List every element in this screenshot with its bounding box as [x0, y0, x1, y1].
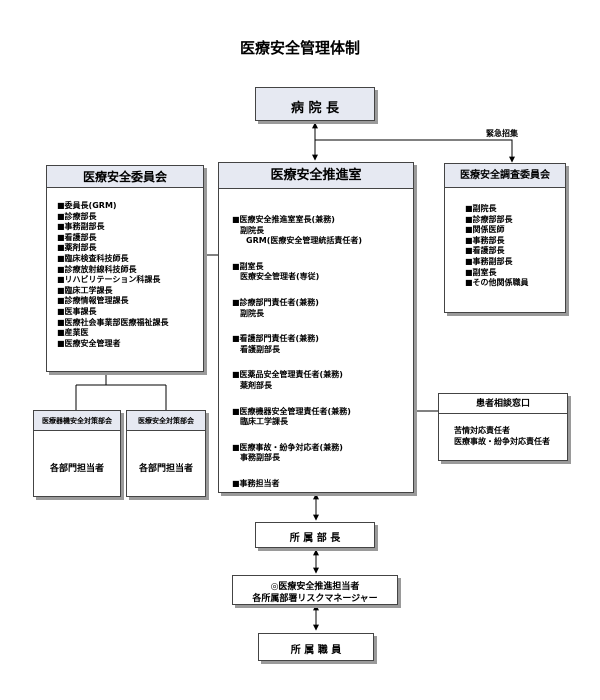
promotion-person: 副院長 [240, 225, 264, 235]
department-head-box: 所 属 部 長 [255, 522, 375, 548]
patient-desk-line-2: 医療事故・紛争対応責任者 [454, 437, 550, 446]
device-safety-committee-box: 医療器機安全対策部会 各部門担当者 [33, 410, 121, 497]
emergency-call-label: 緊急招集 [486, 129, 518, 138]
promotion-role: ■診療部門責任者(兼務) [232, 297, 319, 307]
investigation-member: ■事務部長 [465, 235, 505, 245]
committee-member: ■医療安全管理者 [57, 338, 121, 348]
promotion-group: ■医療機器安全管理責任者(兼務)臨床工学課長 [232, 407, 362, 428]
promotion-person: 臨床工学課長 [240, 417, 288, 427]
promotion-role: ■看護部門責任者(兼務) [232, 334, 319, 344]
page-title: 医療安全管理体制 [239, 39, 360, 57]
promotion-person: 事務副部長 [240, 453, 280, 463]
promotion-group: ■診療部門責任者(兼務)副院長 [232, 298, 362, 319]
risk-manager-box: ◎医療安全推進担当者 各所属部署リスクマネージャー [232, 575, 398, 605]
director-label: 病 院 長 [290, 101, 340, 116]
promotion-person: 看護副部長 [240, 344, 280, 354]
promotion-role: ■医療安全推進室室長(兼務) [232, 215, 335, 224]
promotion-role: ■医療機器安全管理責任者(兼務) [232, 406, 351, 416]
committee-member: ■臨床検査科技師長 [57, 253, 129, 263]
safety-measures-committee-body: 各部門担当者 [138, 464, 193, 474]
safety-committee-title: 医療安全委員会 [47, 166, 203, 188]
safety-committee-box: 医療安全委員会 ■委員長(GRM)■診療部長■事務副部長■看護部長■薬剤部長■臨… [46, 165, 204, 372]
investigation-committee-members: ■副院長■診療部部長■関係医師■事務部長■看護部長■事務副部長■副室長■その他関… [465, 204, 529, 289]
director-box: 病 院 長 [255, 87, 375, 121]
committee-member: ■医療社会事業部医療福祉課長 [57, 317, 169, 327]
promotion-person: 副院長 [240, 308, 264, 318]
investigation-member: ■事務副部長 [465, 256, 513, 266]
committee-member: ■診療部長 [57, 211, 97, 221]
committee-member: ■臨床工学課長 [57, 285, 113, 295]
committee-member: ■看護部長 [57, 232, 97, 242]
promotion-role: ■副室長 [232, 261, 264, 271]
promotion-person: GRM(医療安全管理統括責任者) [246, 236, 362, 246]
patient-desk-line-1: 苦情対応責任者 [454, 426, 510, 435]
promotion-group: ■医療事故・紛争対応者(兼務)事務副部長 [232, 443, 362, 464]
promotion-group: ■副室長医療安全管理者(専従) [232, 262, 362, 283]
safety-measures-committee-title: 医療安全対策部会 [127, 411, 205, 431]
promotion-role: ■事務担当者 [232, 478, 280, 488]
committee-member: ■診療放射線科技師長 [57, 264, 137, 274]
department-head-label: 所 属 部 長 [289, 533, 341, 544]
promotion-role: ■医薬品安全管理責任者(兼務) [232, 370, 343, 380]
device-safety-committee-title: 医療器機安全対策部会 [34, 411, 120, 431]
patient-consultation-desk-title: 患者相談窓口 [439, 394, 567, 414]
safety-committee-members: ■委員長(GRM)■診療部長■事務副部長■看護部長■薬剤部長■臨床検査科技師長■… [57, 201, 169, 349]
device-safety-committee-body: 各部門担当者 [49, 464, 104, 474]
investigation-member: ■関係医師 [465, 225, 505, 235]
committee-member: ■リハビリテーション科課長 [57, 275, 161, 285]
promotion-group: ■事務担当者 [232, 479, 362, 490]
promotion-office-title: 医療安全推進室 [219, 163, 413, 189]
committee-member: ■診療情報管理課長 [57, 296, 129, 306]
staff-box: 所 属 職 員 [258, 633, 374, 661]
committee-member: ■事務副部長 [57, 222, 105, 232]
risk-manager-line-2: 各所属部署リスクマネージャー [252, 594, 378, 604]
investigation-member: ■診療部部長 [465, 214, 513, 224]
patient-consultation-desk-box: 患者相談窓口 苦情対応責任者 医療事故・紛争対応責任者 [438, 393, 568, 461]
promotion-person: 医療安全管理者(専従) [240, 272, 320, 282]
promotion-role: ■医療事故・紛争対応者(兼務) [232, 442, 343, 452]
promotion-person: 薬剤部長 [240, 380, 272, 390]
investigation-committee-box: 医療安全調査委員会 ■副院長■診療部部長■関係医師■事務部長■看護部長■事務副部… [444, 163, 566, 313]
investigation-member: ■副室長 [465, 267, 497, 277]
promotion-group: ■看護部門責任者(兼務)看護副部長 [232, 334, 362, 355]
committee-member: ■産業医 [57, 328, 89, 338]
committee-member: ■薬剤部長 [57, 243, 97, 253]
committee-member: ■委員長(GRM) [57, 201, 117, 210]
promotion-group: ■医薬品安全管理責任者(兼務)薬剤部長 [232, 370, 362, 391]
staff-label: 所 属 職 員 [290, 645, 342, 656]
investigation-member: ■看護部長 [465, 246, 505, 256]
investigation-member: ■副院長 [465, 204, 497, 213]
investigation-member: ■その他関係職員 [465, 278, 529, 288]
investigation-committee-title: 医療安全調査委員会 [445, 164, 565, 188]
risk-manager-line-1: ◎医療安全推進担当者 [270, 582, 360, 592]
committee-member: ■医事課長 [57, 306, 97, 316]
safety-measures-committee-box: 医療安全対策部会 各部門担当者 [126, 410, 206, 497]
line-emergency-call [315, 139, 515, 163]
